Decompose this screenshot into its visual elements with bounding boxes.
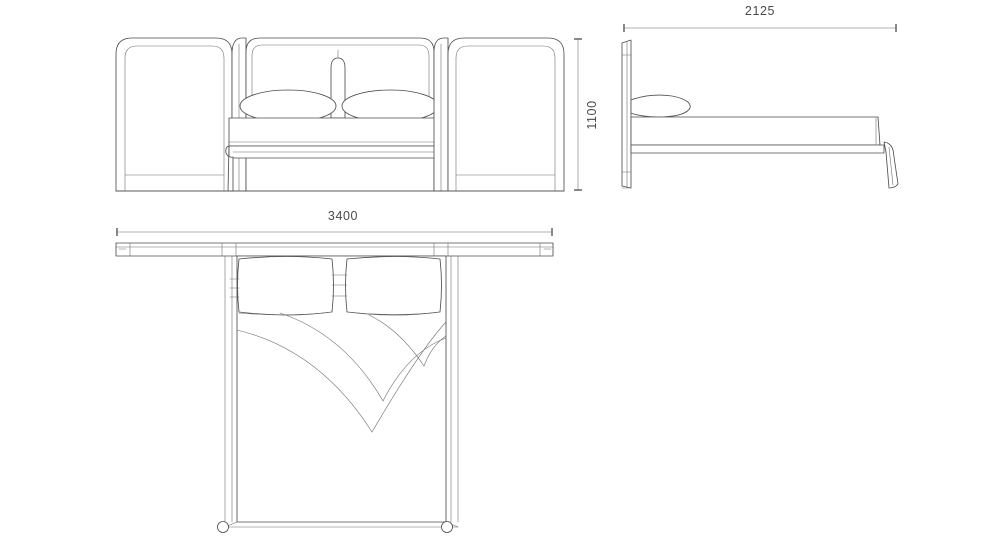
bed-frame-rail — [630, 144, 885, 154]
dimension-width-label: 3400 — [328, 209, 358, 223]
plan-foot-frame — [224, 521, 459, 528]
dimension-depth-label: 2125 — [745, 4, 775, 18]
dimension-width-3400: 3400 — [116, 209, 553, 236]
right-pillow — [341, 89, 439, 123]
plan-view: 3400 — [115, 209, 554, 533]
left-pillow — [239, 89, 337, 123]
headboard-panel-profile — [621, 39, 632, 189]
side-elevation-view: 2125 — [621, 4, 899, 189]
mattress-profile — [630, 116, 881, 146]
bed-base — [228, 145, 443, 159]
dimension-height-1100: 1100 — [574, 38, 599, 191]
foot-leg — [883, 141, 899, 189]
dimension-depth-2125: 2125 — [623, 4, 897, 32]
front-elevation-view: 1100 — [115, 37, 599, 192]
dimension-height-label: 1100 — [585, 100, 599, 129]
left-upright-rail — [224, 255, 233, 523]
plan-left-pillow — [229, 256, 334, 316]
right-upright-rail — [450, 255, 459, 523]
right-side-panel — [447, 37, 565, 192]
left-side-panel — [115, 37, 233, 192]
left-connector-upright — [231, 37, 247, 192]
pillow-profile — [630, 94, 691, 118]
left-foot — [217, 521, 229, 533]
mattress — [228, 117, 443, 147]
headboard-bar — [115, 242, 554, 257]
right-foot — [441, 521, 453, 533]
duvet-fold — [236, 312, 447, 433]
front-left-leg — [225, 145, 234, 192]
right-connector-upright — [433, 37, 449, 192]
duvet — [238, 311, 441, 316]
plan-right-pillow — [331, 256, 442, 316]
